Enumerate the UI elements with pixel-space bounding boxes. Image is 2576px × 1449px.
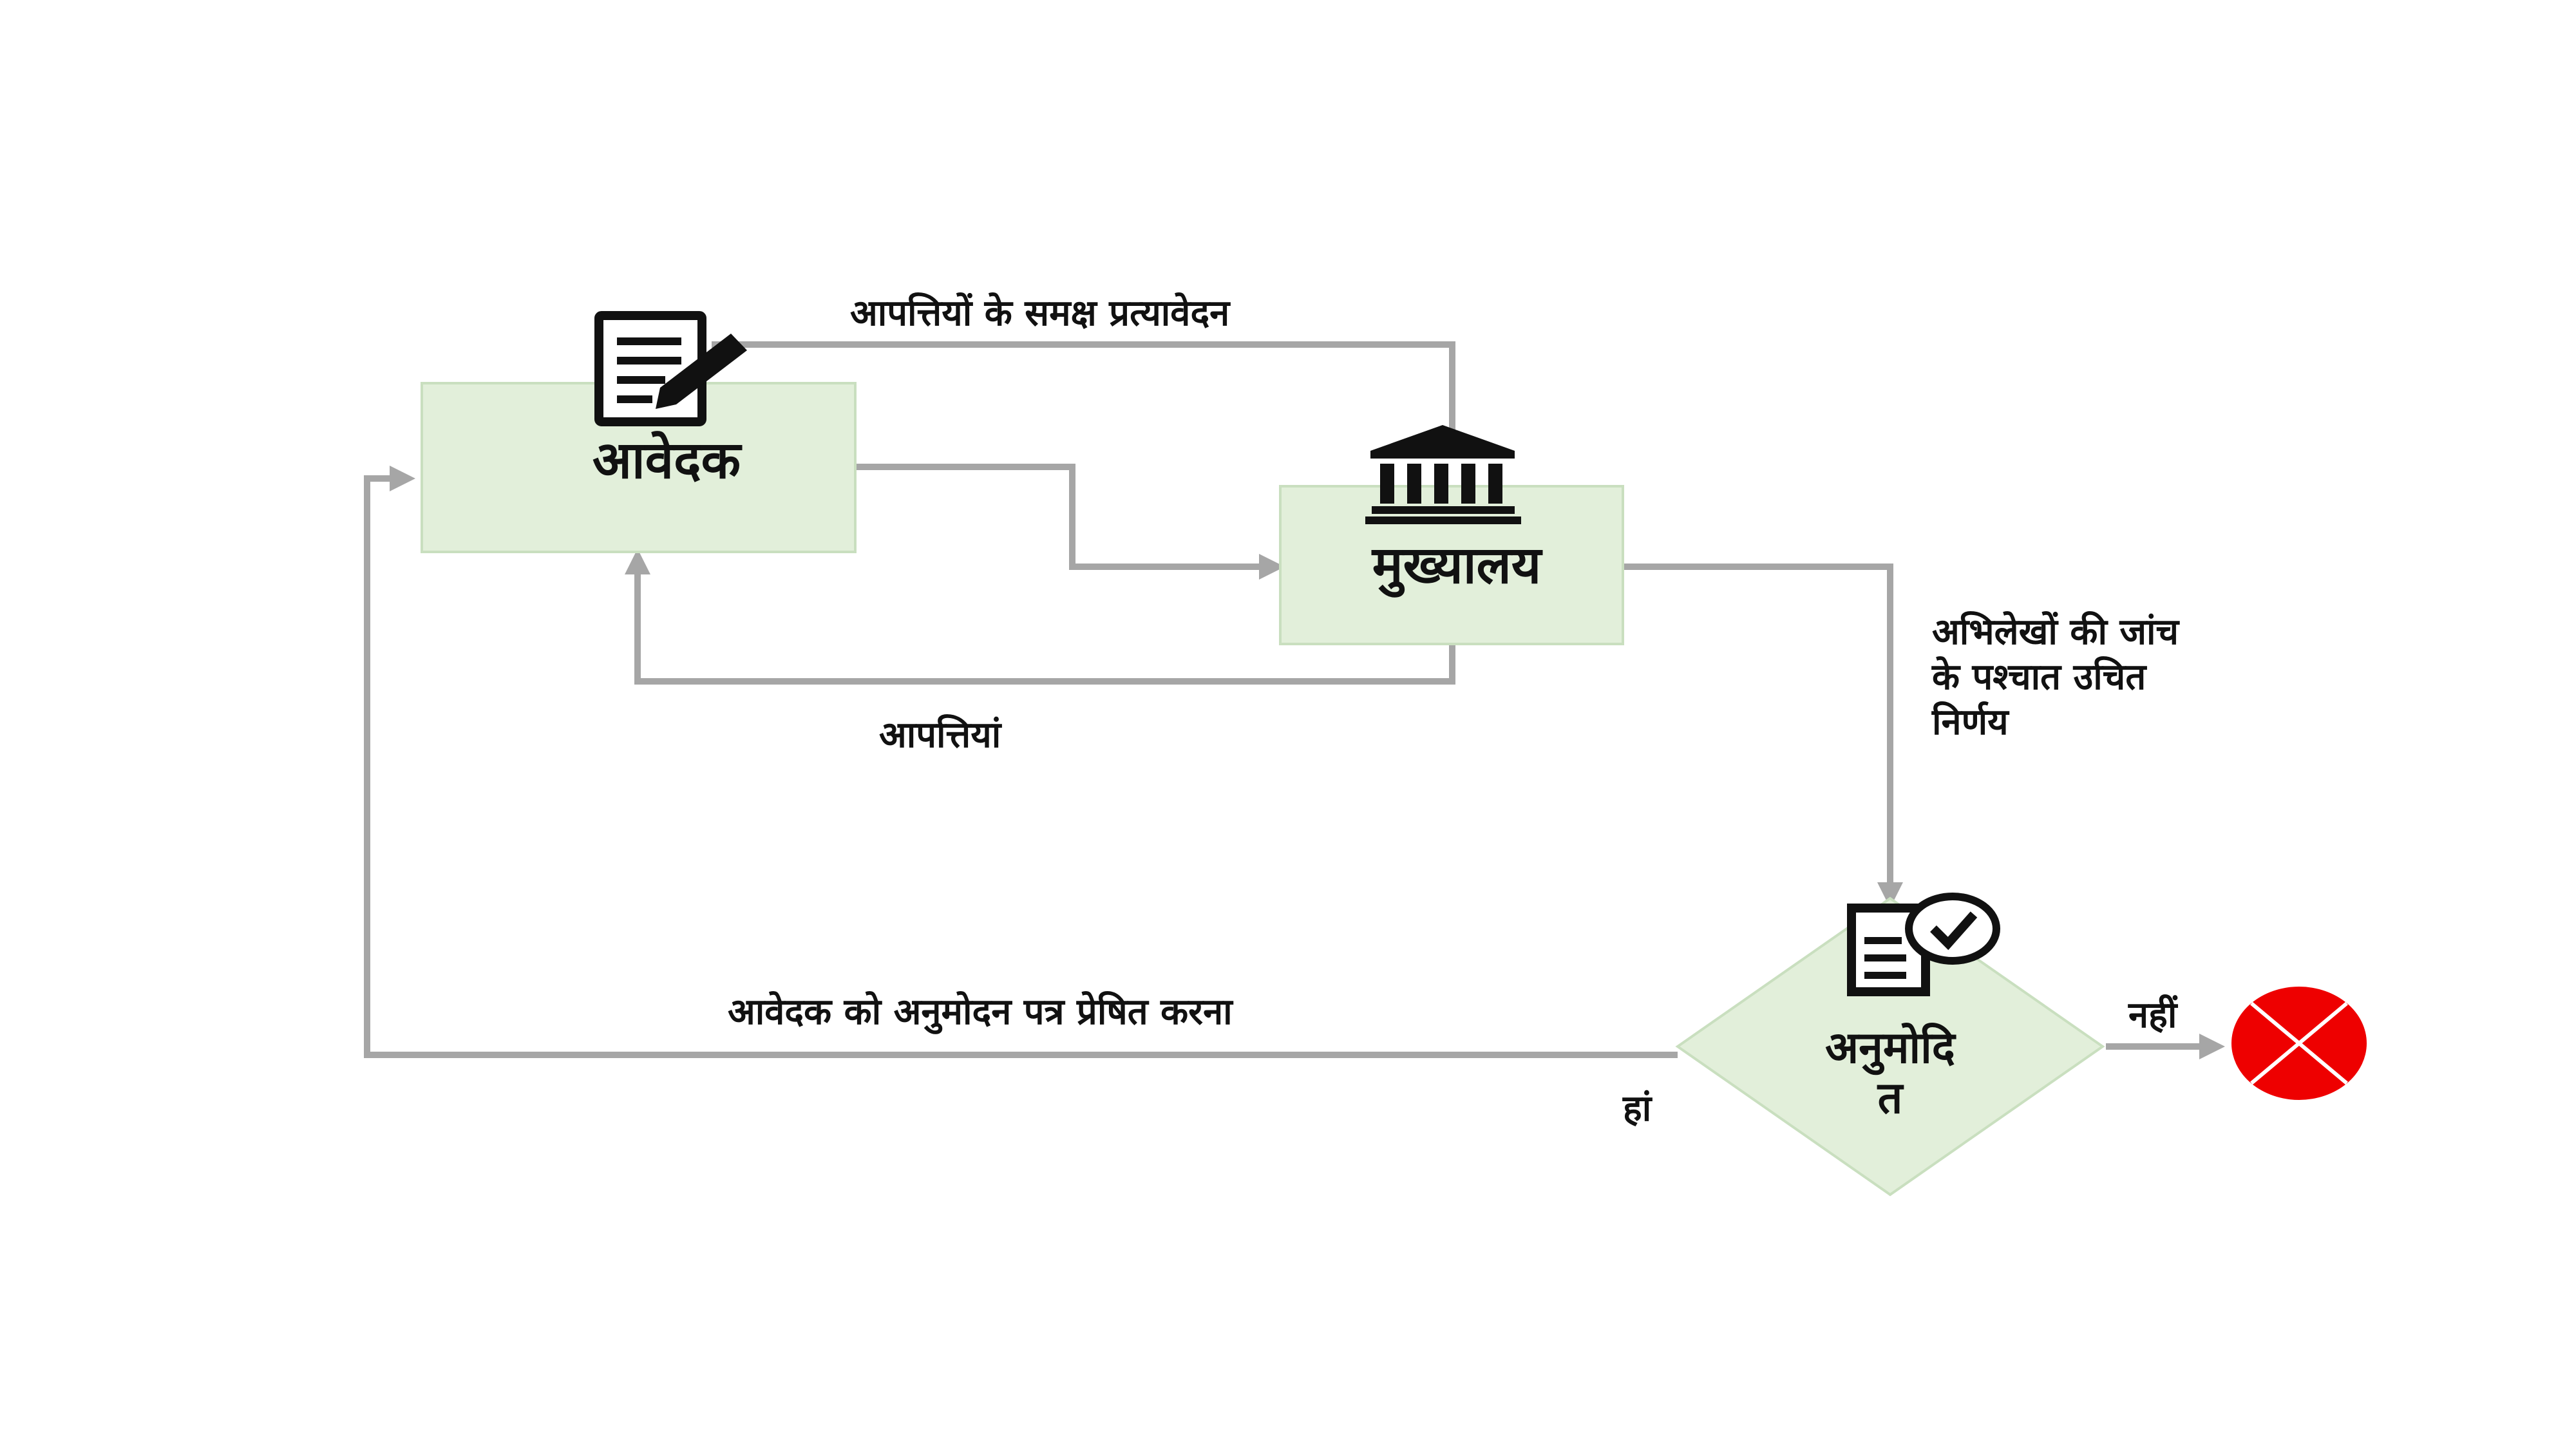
document-check-icon [1847, 893, 2000, 996]
edge-label-no: नहीं [2128, 994, 2179, 1036]
approved-label-line2: त [1877, 1073, 1904, 1124]
document-pen-icon [594, 311, 747, 426]
red-x-circle-icon[interactable] [2231, 987, 2367, 1100]
connector-objections [625, 549, 1455, 685]
headquarters-label: मुख्यालय [1371, 535, 1543, 598]
applicant-label: आवेदक [592, 430, 743, 490]
edge-label-decision-line1: अभिलेखों की जांच [1932, 611, 2180, 653]
headquarters-node[interactable]: मुख्यालय [1279, 485, 1624, 645]
approved-decision-node[interactable]: अनुमोदि त [1675, 896, 2105, 1197]
edge-label-decision-line2: के पश्चात उचित [1931, 656, 2147, 698]
approved-diamond [1675, 896, 2105, 1197]
applicant-node[interactable]: आवेदक [421, 382, 857, 553]
edge-label-representation: आपत्तियों के समक्ष प्रत्यावेदन [850, 292, 1231, 334]
connector-representation [712, 341, 1455, 431]
connector-approval-letter [364, 466, 1678, 1058]
government-building-icon [1365, 425, 1542, 524]
edge-label-objections: आपत्तियां [879, 714, 1003, 756]
connector-applicant-to-hq [857, 464, 1285, 580]
edge-label-yes: हां [1622, 1088, 1653, 1130]
edge-label-approval-letter: आवेदक को अनुमोदन पत्र प्रेषित करना [728, 990, 1234, 1034]
connectors [364, 341, 2225, 1059]
approved-label-line1: अनुमोदि [1825, 1023, 1956, 1075]
edge-label-decision-line3: निर्णय [1931, 701, 2010, 743]
connector-hq-to-decision [1623, 564, 1903, 908]
